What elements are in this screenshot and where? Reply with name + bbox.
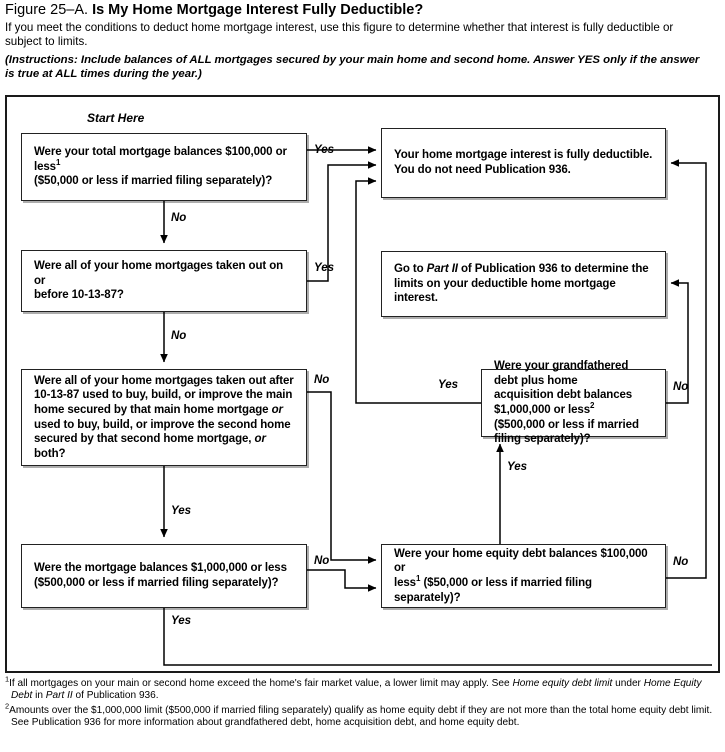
start-here-label: Start Here [87, 111, 145, 125]
q5-line3: ($500,000 or less if married filing sepa… [494, 418, 639, 446]
edge-label-q4-no: No [314, 555, 330, 567]
footnotes: 1If all mortgages on your main or second… [5, 674, 721, 731]
decision-mortgages-before-1987[interactable]: Were all of your home mortgages taken ou… [21, 250, 307, 312]
r2-line1: Go to [394, 263, 427, 276]
result-go-to-part-ii[interactable]: Go to Part II of Publication 936 to dete… [381, 251, 666, 317]
q5-line2: acquisition debt balances $1,000,000 or … [494, 389, 633, 416]
q1-line1: Were your total mortgage balances $100,0… [34, 146, 287, 173]
edge-label-q5-yes: Yes [438, 379, 459, 391]
figure-instructions: (Instructions: Include balances of ALL m… [5, 54, 700, 80]
q6-line2: less [394, 577, 416, 589]
decision-grandfathered-plus-acquisition-debt[interactable]: Were your grandfathered debt plus home a… [481, 360, 666, 445]
q5-line1: Were your grandfathered debt plus home [494, 360, 629, 387]
footnote-2-marker: 2 [5, 701, 10, 711]
q3-line5: secured by that second home mortgage, [34, 433, 255, 446]
r1-line2: You do not need Publication 936. [394, 164, 571, 176]
q6-footnote-marker: 1 [415, 574, 421, 584]
edge-label-q1-no: No [171, 212, 187, 224]
edge-label-q3-no: No [314, 374, 330, 386]
q4-line2: ($500,000 or less if married filing sepa… [34, 577, 279, 589]
figure-name: Is My Home Mortgage Interest Fully Deduc… [92, 2, 424, 18]
footnote-1-c: in [32, 690, 46, 702]
q3-line1: Were all of your home mortgages taken ou… [34, 374, 294, 387]
q2-line2: before 10-13-87? [34, 289, 124, 302]
q3-or-1: or [271, 403, 283, 416]
footnote-1-d: of Publication 936. [72, 690, 159, 702]
edge-label-q6-yes: Yes [507, 461, 528, 473]
q2-line1: Were all of your home mortgages taken ou… [34, 260, 284, 287]
figure-number: Figure 25–A. [5, 2, 89, 18]
decision-mortgages-after-1987-use[interactable]: Were all of your home mortgages taken ou… [21, 369, 307, 466]
q3-line5-tail: both? [34, 447, 66, 460]
q3-or-2: or [254, 433, 266, 446]
edge-label-q1-yes: Yes [314, 144, 335, 156]
decision-home-equity-debt-balances[interactable]: Were your home equity debt balances $100… [381, 544, 666, 608]
edge-label-q6-no: No [673, 556, 689, 568]
footnote-2: 2Amounts over the $1,000,000 limit ($500… [5, 702, 721, 730]
footnote-1-b: under [612, 678, 644, 689]
decision-mortgage-balances-1m[interactable]: Were the mortgage balances $1,000,000 or… [21, 544, 307, 608]
q3-line3: home secured by that main home mortgage [34, 403, 272, 416]
edge-label-q5-no: No [673, 381, 689, 393]
r2-part-ii: Part II [426, 263, 458, 276]
figure-header: Figure 25–A. Is My Home Mortgage Interes… [5, 2, 720, 81]
footnote-1-italic-1: Home equity debt limit [512, 678, 613, 689]
q3-line4: used to buy, build, or improve the secon… [34, 418, 291, 431]
r1-line1: Your home mortgage interest is fully ded… [394, 149, 653, 162]
footnote-1-marker: 1 [5, 674, 10, 684]
footnote-1: 1If all mortgages on your main or second… [5, 674, 721, 703]
result-fully-deductible[interactable]: Your home mortgage interest is fully ded… [381, 128, 666, 198]
q1-footnote-marker: 1 [55, 157, 61, 167]
edge-label-q4-yes: Yes [171, 615, 192, 627]
q6-line1: Were your home equity debt balances $100… [394, 547, 648, 575]
edge-label-q3-yes: Yes [171, 505, 192, 517]
footnote-2-text: Amounts over the $1,000,000 limit ($500,… [9, 704, 713, 728]
footnote-1-italic-3: Part II [45, 690, 73, 702]
q5-footnote-marker: 2 [590, 401, 595, 411]
r2-line2: limits on your deductible home mortgage … [394, 277, 616, 305]
figure-subtitle: If you meet the conditions to deduct hom… [5, 21, 674, 48]
q1-line2: ($50,000 or less if married filing separ… [34, 175, 273, 188]
q4-line1: Were the mortgage balances $1,000,000 or… [34, 562, 287, 575]
q3-line2: 10-13-87 used to buy, build, or improve … [34, 389, 293, 402]
r2-line1-tail: of Publication 936 to determine the [457, 263, 649, 276]
footnote-1-a: If all mortgages on your main or second … [9, 678, 513, 689]
footnote-1-italic-2: Home Equity Debt [11, 678, 702, 702]
decision-total-mortgage-balances[interactable]: Were your total mortgage balances $100,0… [21, 133, 307, 201]
edge-label-q2-no: No [171, 330, 187, 342]
page-title: Figure 25–A. Is My Home Mortgage Interes… [5, 2, 720, 19]
edge-label-q2-yes: Yes [314, 262, 335, 274]
q6-line2-tail: ($50,000 or less if married filing separ… [394, 577, 592, 604]
